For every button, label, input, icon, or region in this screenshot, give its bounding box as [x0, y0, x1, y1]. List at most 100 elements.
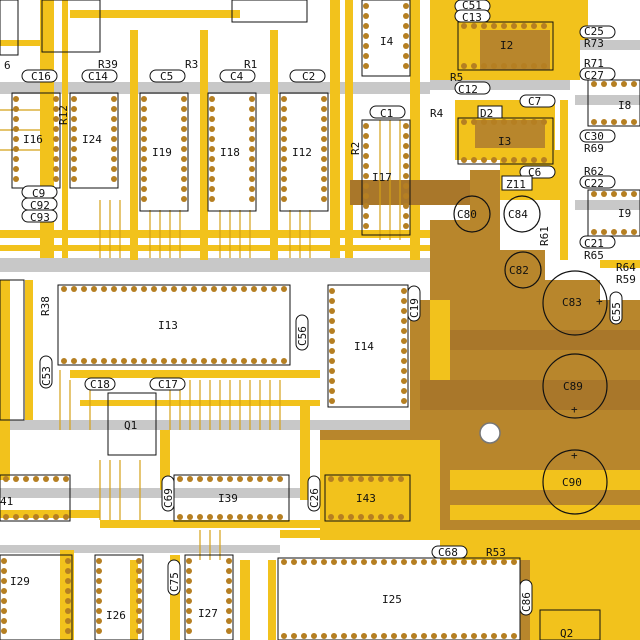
pin-pad [209, 146, 215, 152]
pin-pad [53, 166, 59, 172]
pin-pad [403, 23, 409, 29]
label-c90: C90 [562, 476, 582, 489]
pin-pad [111, 116, 117, 122]
pin-pad [96, 578, 102, 584]
pin-pad [421, 633, 427, 639]
passive-bodies [21, 0, 623, 616]
pin-pad [501, 559, 507, 565]
label-r5: R5 [450, 71, 464, 84]
pin-pad [23, 476, 29, 482]
ic-i3 [457, 117, 554, 165]
pin-pad [471, 23, 477, 29]
pin-pad [481, 63, 487, 69]
pin-pad [531, 119, 537, 125]
pin-pad [13, 116, 19, 122]
pin-pad [71, 156, 77, 162]
pin-pad [363, 203, 369, 209]
label-r1: R1 [244, 58, 258, 71]
pin-pad [186, 588, 192, 594]
label-c93: C93 [30, 211, 50, 224]
pin-pad [398, 476, 404, 482]
pin-pad [111, 166, 117, 172]
pin-pad [197, 514, 203, 520]
cap-c82 [504, 251, 542, 289]
label-r3: R3 [185, 58, 199, 71]
pin-pad [111, 146, 117, 152]
ic-label-i4: I4 [380, 35, 394, 48]
pin-pad [171, 358, 177, 364]
pin-pad [13, 126, 19, 132]
pin-pad [209, 116, 215, 122]
pin-pad [411, 633, 417, 639]
ic-q2 [539, 609, 601, 640]
pin-pad [401, 388, 407, 394]
pin-pad [381, 559, 387, 565]
pin-pad [13, 166, 19, 172]
pin-pad [211, 358, 217, 364]
pin-pad [197, 476, 203, 482]
pin-pad [321, 136, 327, 142]
pin-pad [209, 106, 215, 112]
pin-pad [471, 157, 477, 163]
label-r64: R64 [616, 261, 636, 274]
label-c30: C30 [584, 130, 604, 143]
pin-pad [471, 119, 477, 125]
ic-i9 [587, 189, 640, 237]
pin-pad [151, 286, 157, 292]
ic-i26 [94, 554, 144, 640]
pin-pad [3, 476, 9, 482]
pin-pad [53, 116, 59, 122]
pin-pad [65, 558, 71, 564]
pin-pad [338, 476, 344, 482]
pin-pad [341, 559, 347, 565]
pin-pad [363, 213, 369, 219]
pin-pad [361, 559, 367, 565]
pin-pad [471, 633, 477, 639]
pin-pad [111, 176, 117, 182]
pin-pad [511, 157, 517, 163]
pin-pad [321, 146, 327, 152]
pin-pad [358, 476, 364, 482]
pin-pad [249, 146, 255, 152]
pin-pad [191, 358, 197, 364]
label-c25: C25 [584, 25, 604, 38]
pin-pad [33, 476, 39, 482]
label-c18: C18 [90, 378, 110, 391]
pin-pad [451, 633, 457, 639]
pin-pad [403, 143, 409, 149]
pin-pad [249, 196, 255, 202]
pin-pad [403, 53, 409, 59]
pin-pad [363, 223, 369, 229]
pin-pad [411, 559, 417, 565]
pin-pads [1, 3, 637, 639]
pin-pad [378, 514, 384, 520]
pin-pad [601, 81, 607, 87]
pin-pad [403, 153, 409, 159]
ic-label-i25: I25 [382, 593, 402, 606]
pin-pad [71, 136, 77, 142]
pin-pad [521, 119, 527, 125]
pin-pad [3, 514, 9, 520]
pin-pad [249, 136, 255, 142]
pin-pad [251, 358, 257, 364]
pin-pad [141, 96, 147, 102]
pin-pad [81, 286, 87, 292]
pin-pad [451, 559, 457, 565]
pin-pad [241, 358, 247, 364]
pin-pad [321, 176, 327, 182]
label-r12: R12 [57, 105, 70, 125]
pin-pad [388, 514, 394, 520]
pin-pad [277, 514, 283, 520]
pin-pad [371, 559, 377, 565]
pin-pad [338, 514, 344, 520]
pin-pad [501, 119, 507, 125]
pin-pad [181, 106, 187, 112]
pin-pad [601, 191, 607, 197]
pin-pad [209, 136, 215, 142]
pin-pad [249, 166, 255, 172]
pin-pad [96, 628, 102, 634]
pin-pad [141, 166, 147, 172]
pin-pad [53, 136, 59, 142]
pin-pad [321, 156, 327, 162]
